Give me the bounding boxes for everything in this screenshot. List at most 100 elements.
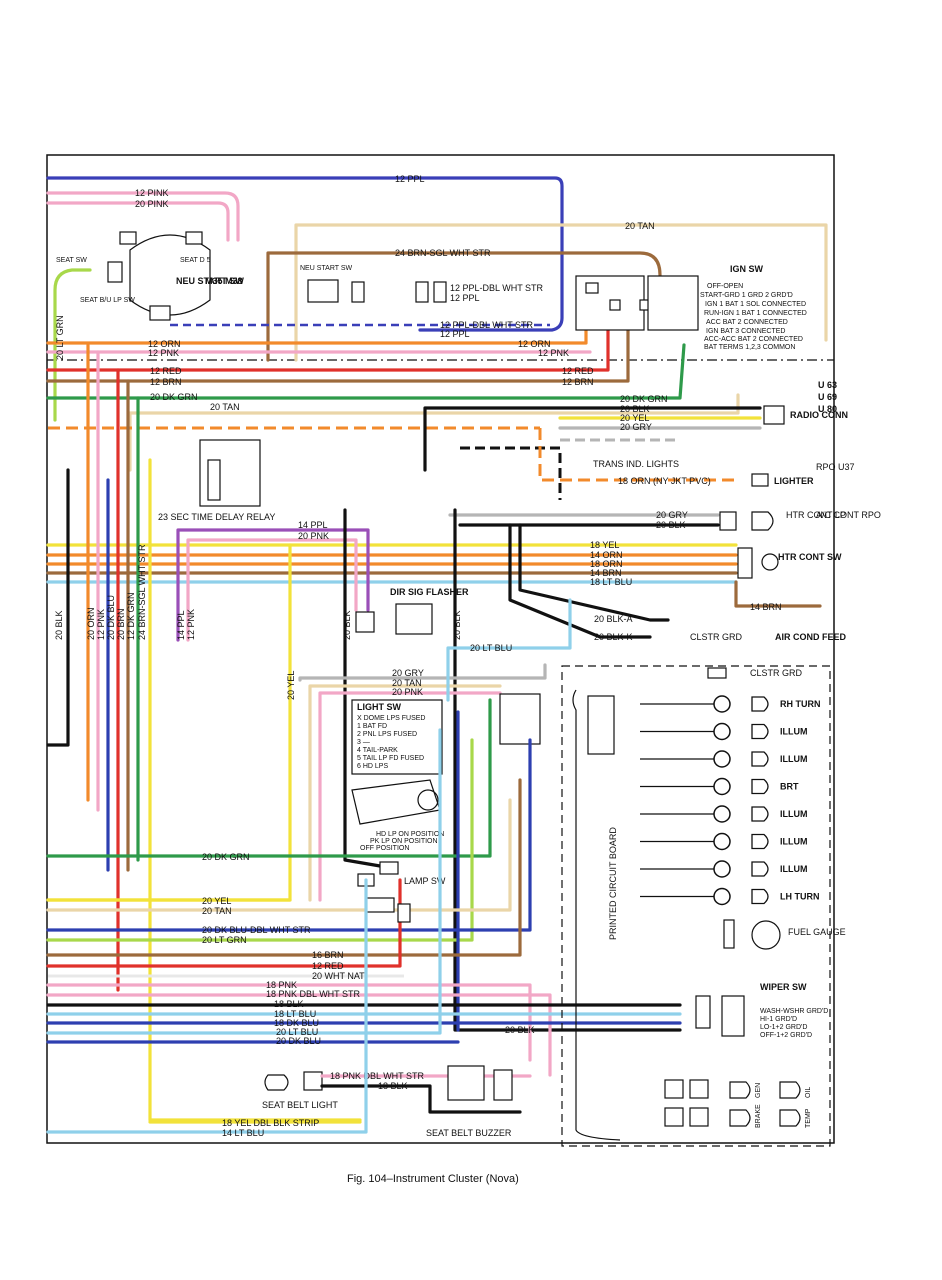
gen-lamp (729, 1109, 751, 1127)
label-neu-codes: M35 M38 (205, 276, 243, 286)
lamp-label-2: ILLUM (780, 754, 808, 764)
cluster-lamp-0: RH TURN (640, 695, 821, 713)
wire-14-ppl (176, 528, 370, 642)
ign-legend-3: RUN-IGN 1 BAT 1 CONNECTED (704, 310, 807, 317)
label-12-pink: 12 PINK (135, 188, 169, 198)
label-18-orn-b: 18 ORN (590, 559, 623, 569)
wire-18-pnk-dbl (46, 993, 552, 1077)
wire-12-red (46, 328, 610, 372)
wiper-legend-3: OFF-1+2 GRD'D (760, 1032, 812, 1039)
label-20-gry: 20 GRY (620, 422, 652, 432)
wire-20-dk-grn-ls (46, 698, 492, 858)
label-20-gry-htr: 20 GRY (656, 510, 688, 520)
label-18-pnk-dbl: 18 PNK DBL WHT STR (266, 989, 361, 999)
label-seat-blp: SEAT B/U LP SW (80, 297, 135, 304)
wire-20-gry-ls (298, 663, 547, 682)
lamp-label-1: ILLUM (780, 727, 808, 737)
label-20-blk-v: 20 BLK (342, 610, 352, 640)
ign-legend-2: IGN 1 BAT 1 SOL CONNECTED (705, 301, 806, 308)
pcb-region (561, 665, 831, 1147)
wire-20-lt-grn-ls (46, 738, 474, 942)
ign-legend: OFF-OPEN START-GRD 1 GRD 2 GRD'D IGN 1 B… (700, 283, 807, 351)
light-legend-6: 6 HD LPS (357, 763, 388, 770)
wiper-legend: WASH-WSHR GRD'D HI-1 GRD'D LO-1+2 GRD'D … (760, 1008, 828, 1039)
warn-socket-4 (689, 1107, 709, 1127)
fuel-gauge-connector (723, 919, 735, 949)
label-12-brn-r: 12 BRN (562, 377, 594, 387)
light-switch-knob (417, 789, 439, 811)
label-12-orn: 12 ORN (148, 339, 181, 349)
buzzer-connector (493, 1069, 513, 1101)
lamp-label-6: ILLUM (780, 864, 808, 874)
label-air-cond: AIR COND FEED (775, 632, 847, 642)
label-18-yel: 18 YEL (590, 540, 619, 550)
label-14-brn: 14 BRN (590, 568, 622, 578)
cluster-lamp-2: ILLUM (640, 750, 808, 768)
label-20-pink: 20 PINK (135, 199, 169, 209)
neu-start-switch-body (129, 234, 211, 316)
label-20-dk-grn: 20 DK GRN (150, 392, 198, 402)
lamp-bulb-5 (751, 833, 769, 850)
label-lighter: LIGHTER (774, 476, 814, 486)
label-ac-cont: A/C CONT RPO (816, 510, 881, 520)
label-seat-sw: SEAT SW (56, 257, 87, 264)
wire-blk-belt (320, 1084, 522, 1114)
label-20-pnk-b: 20 PNK (298, 531, 329, 541)
figure-caption: Fig. 104–Instrument Cluster (Nova) (347, 1173, 519, 1185)
lamp-label-3: BRT (780, 782, 799, 792)
cluster-lamp-1: ILLUM (640, 722, 808, 741)
label-16-brn: 16 BRN (312, 950, 344, 960)
label-14-orn: 14 ORN (590, 550, 623, 560)
label-left-orn: 20 ORN (86, 607, 96, 640)
fuel-gauge-body (751, 920, 781, 950)
neu-start-conn-c (433, 281, 447, 303)
label-ign-sw: IGN SW (730, 264, 764, 274)
lamp-socket-6 (713, 860, 731, 878)
light-legend-4: 4 TAIL-PARK (357, 747, 398, 754)
label-seat-belt-buzzer: SEAT BELT BUZZER (426, 1128, 512, 1138)
label-seat-belt-light: SEAT BELT LIGHT (262, 1100, 338, 1110)
lamp-bulb-7 (751, 888, 769, 905)
light-legend-1: 1 BAT FD (357, 723, 387, 730)
label-fuel-gauge: FUEL GAUGE (788, 927, 846, 937)
label-rpo: RPO U37 (816, 462, 855, 472)
lamp-sw-conn-c (379, 861, 399, 875)
label-hd-lp: HD LP ON POSITION (376, 831, 444, 838)
neu-start-sw-symbol (307, 279, 339, 303)
label-14-lt-blu: 14 LT BLU (222, 1128, 264, 1138)
label-12-brn: 12 BRN (150, 377, 182, 387)
wiper-switch-body (721, 995, 745, 1037)
label-clstr-grd-top: CLSTR GRD (690, 632, 743, 642)
wire-12-pink (46, 191, 240, 242)
light-sw-legend-box (351, 699, 443, 775)
label-18-yel-strip: 18 YEL DBL BLK STRIP (222, 1118, 319, 1128)
wire-20-blk-v2 (453, 508, 682, 1032)
ign-legend-4: ACC BAT 2 CONNECTED (706, 319, 788, 326)
label-18-pnk: 18 PNK (266, 980, 297, 990)
wire-20-blk-v (343, 508, 382, 868)
label-temp: TEMP (805, 1108, 812, 1128)
lamp-sw-term (397, 903, 411, 923)
wire-20-yel-v (46, 543, 292, 902)
label-12-ppl-b: 12 PPL (440, 329, 470, 339)
lamp-socket-4 (713, 805, 731, 823)
seat-connector-39 (119, 231, 137, 245)
lamp-label-4: ILLUM (780, 809, 808, 819)
label-20-gry-ls: 20 GRY (392, 668, 424, 678)
lamp-bulb-1 (751, 723, 769, 740)
wiper-legend-2: LO-1+2 GRD'D (760, 1024, 807, 1031)
wire-18-orn (538, 428, 740, 482)
lamp-bulb-3 (751, 778, 769, 795)
label-20-lt-blu-low: 20 LT BLU (276, 1027, 318, 1037)
label-left-blk: 20 BLK (54, 610, 64, 640)
label-neu-start-sw: NEU START SW (300, 265, 353, 272)
label-left-ltgrn: 20 LT GRN (55, 315, 65, 360)
lamp-socket-0 (713, 695, 731, 713)
wire-14-brn-feed (734, 580, 822, 608)
ign-legend-1: START-GRD 1 GRD 2 GRD'D (700, 292, 793, 299)
label-20-lt-grn: 20 LT GRN (202, 935, 247, 945)
label-24-brn: 24 BRN-SGL WHT STR (395, 248, 491, 258)
label-delay-relay: 23 SEC TIME DELAY RELAY (158, 512, 275, 522)
